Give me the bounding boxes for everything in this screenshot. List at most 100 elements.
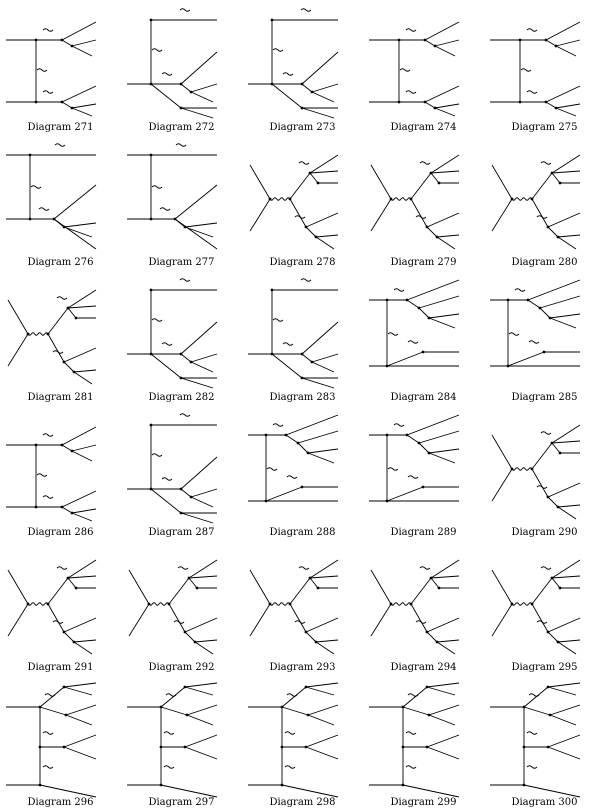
diagram-graphic: [370, 154, 460, 250]
tilde-mark: [526, 90, 538, 94]
propagator-line: [539, 295, 581, 309]
vertex: [183, 745, 187, 749]
vertex: [62, 745, 66, 749]
propagator-line: [305, 682, 339, 688]
vertex: [542, 350, 546, 354]
vertex: [546, 685, 550, 689]
propagator-line: [71, 103, 97, 109]
propagator-line: [47, 333, 65, 363]
tilde-mark: [298, 161, 310, 165]
propagator-line: [63, 226, 93, 238]
propagator-line: [188, 577, 198, 589]
vertex: [270, 288, 274, 292]
diagram-caption: Diagram 291: [27, 662, 94, 673]
propagator-line: [289, 172, 311, 200]
vertex: [421, 485, 425, 489]
vertex: [401, 705, 405, 709]
tilde-mark: [540, 566, 552, 570]
boson-wavy-line: [390, 197, 412, 201]
vertex: [149, 217, 153, 221]
propagator-line: [150, 83, 182, 109]
propagator-line: [402, 686, 428, 708]
propagator-line: [428, 448, 460, 454]
tilde-mark: [526, 28, 538, 32]
propagator-line: [61, 426, 97, 446]
tilde-mark: [286, 693, 298, 697]
propagator-line: [551, 440, 581, 444]
vertex: [70, 44, 74, 48]
vertex: [433, 106, 437, 110]
vertex: [310, 90, 314, 94]
propagator-line: [65, 704, 97, 716]
propagator-line: [551, 577, 561, 589]
diagram-caption: Diagram 278: [269, 257, 336, 268]
diagram-caption: Diagram 299: [390, 797, 457, 808]
vertex: [179, 82, 183, 86]
vertex: [179, 511, 183, 515]
vertex: [526, 298, 530, 302]
vertex: [64, 713, 68, 717]
tilde-mark: [407, 693, 419, 697]
propagator-line: [180, 51, 218, 85]
propagator-line: [301, 321, 339, 355]
diagram-caption: Diagram 276: [27, 257, 94, 268]
propagator-line: [265, 486, 303, 502]
tilde-mark: [405, 731, 417, 735]
propagator-line: [184, 686, 214, 696]
feynman-diagram: Diagram 289: [363, 405, 484, 540]
boson-wavy-line: [511, 602, 533, 606]
propagator-line: [188, 575, 218, 579]
feynman-diagram: Diagram 293: [242, 540, 363, 675]
propagator-line: [180, 377, 214, 389]
propagator-line: [386, 486, 424, 502]
vertex: [306, 713, 310, 717]
propagator-line: [53, 184, 97, 220]
propagator-line: [539, 307, 551, 319]
propagator-line: [491, 569, 513, 605]
propagator-line: [315, 234, 339, 238]
propagator-line: [523, 706, 551, 716]
feynman-diagram: Diagram 273: [242, 0, 363, 135]
feynman-diagram: Diagram 294: [363, 540, 484, 675]
feynman-diagram: Diagram 287: [121, 405, 242, 540]
propagator-line: [168, 603, 186, 633]
propagator-line: [305, 226, 317, 238]
propagator-line: [309, 559, 339, 579]
tilde-mark: [294, 215, 306, 219]
propagator-line: [426, 686, 456, 696]
propagator-line: [547, 682, 581, 688]
feynman-diagram: Diagram 300: [484, 675, 605, 810]
feynman-diagram: Diagram 277: [121, 135, 242, 270]
tilde-mark: [42, 765, 54, 769]
vertex: [46, 332, 50, 336]
feynman-diagram: Diagram 278: [242, 135, 363, 270]
vertex: [506, 298, 510, 302]
feynman-diagram: Diagram 275: [484, 0, 605, 135]
tilde-mark: [286, 475, 298, 479]
diagram-graphic: [369, 21, 460, 117]
propagator-line: [547, 212, 581, 228]
propagator-line: [557, 506, 577, 520]
propagator-line: [402, 784, 460, 798]
propagator-line: [7, 299, 29, 335]
propagator-line: [370, 198, 392, 232]
vertex: [147, 602, 151, 606]
propagator-line: [547, 496, 559, 508]
vertex: [546, 495, 550, 499]
propagator-line: [557, 641, 577, 655]
vertex: [385, 364, 389, 368]
vertex: [149, 153, 153, 157]
propagator-line: [436, 641, 456, 655]
propagator-line: [434, 107, 456, 117]
propagator-line: [549, 317, 577, 329]
tilde-mark: [173, 620, 185, 624]
vertex: [189, 90, 193, 94]
tilde-mark: [407, 475, 419, 479]
propagator-line: [311, 353, 339, 363]
propagator-line: [315, 641, 335, 655]
propagator-line: [491, 468, 513, 502]
tilde-mark: [528, 340, 540, 344]
vertex: [425, 225, 429, 229]
diagram-graphic: [7, 559, 97, 655]
